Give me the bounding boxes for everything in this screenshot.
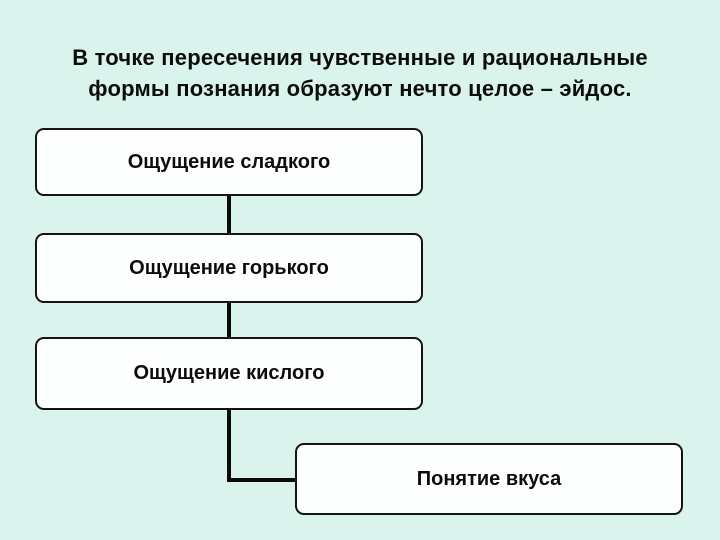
connector-sour-to-elbow bbox=[227, 410, 231, 482]
node-concept-taste-label: Понятие вкуса bbox=[416, 467, 562, 490]
connector-elbow-to-taste bbox=[227, 478, 295, 482]
slide-title: В точке пересечения чувственные и рацион… bbox=[0, 42, 720, 104]
slide-title-line1: В точке пересечения чувственные и рацион… bbox=[72, 45, 648, 70]
node-sensation-bitter: Ощущение горького bbox=[35, 233, 423, 303]
connector-sweet-to-bitter bbox=[227, 196, 231, 233]
node-sensation-sour: Ощущение кислого bbox=[35, 337, 423, 410]
node-sensation-sweet-label: Ощущение сладкого bbox=[127, 150, 331, 173]
node-sensation-bitter-label: Ощущение горького bbox=[129, 256, 329, 279]
node-concept-taste: Понятие вкуса bbox=[295, 443, 683, 515]
node-sensation-sour-label: Ощущение кислого bbox=[133, 362, 325, 384]
slide-title-line2: формы познания образуют нечто целое – эй… bbox=[88, 76, 632, 101]
connector-bitter-to-sour bbox=[227, 303, 231, 337]
node-sensation-sweet: Ощущение сладкого bbox=[35, 128, 423, 196]
